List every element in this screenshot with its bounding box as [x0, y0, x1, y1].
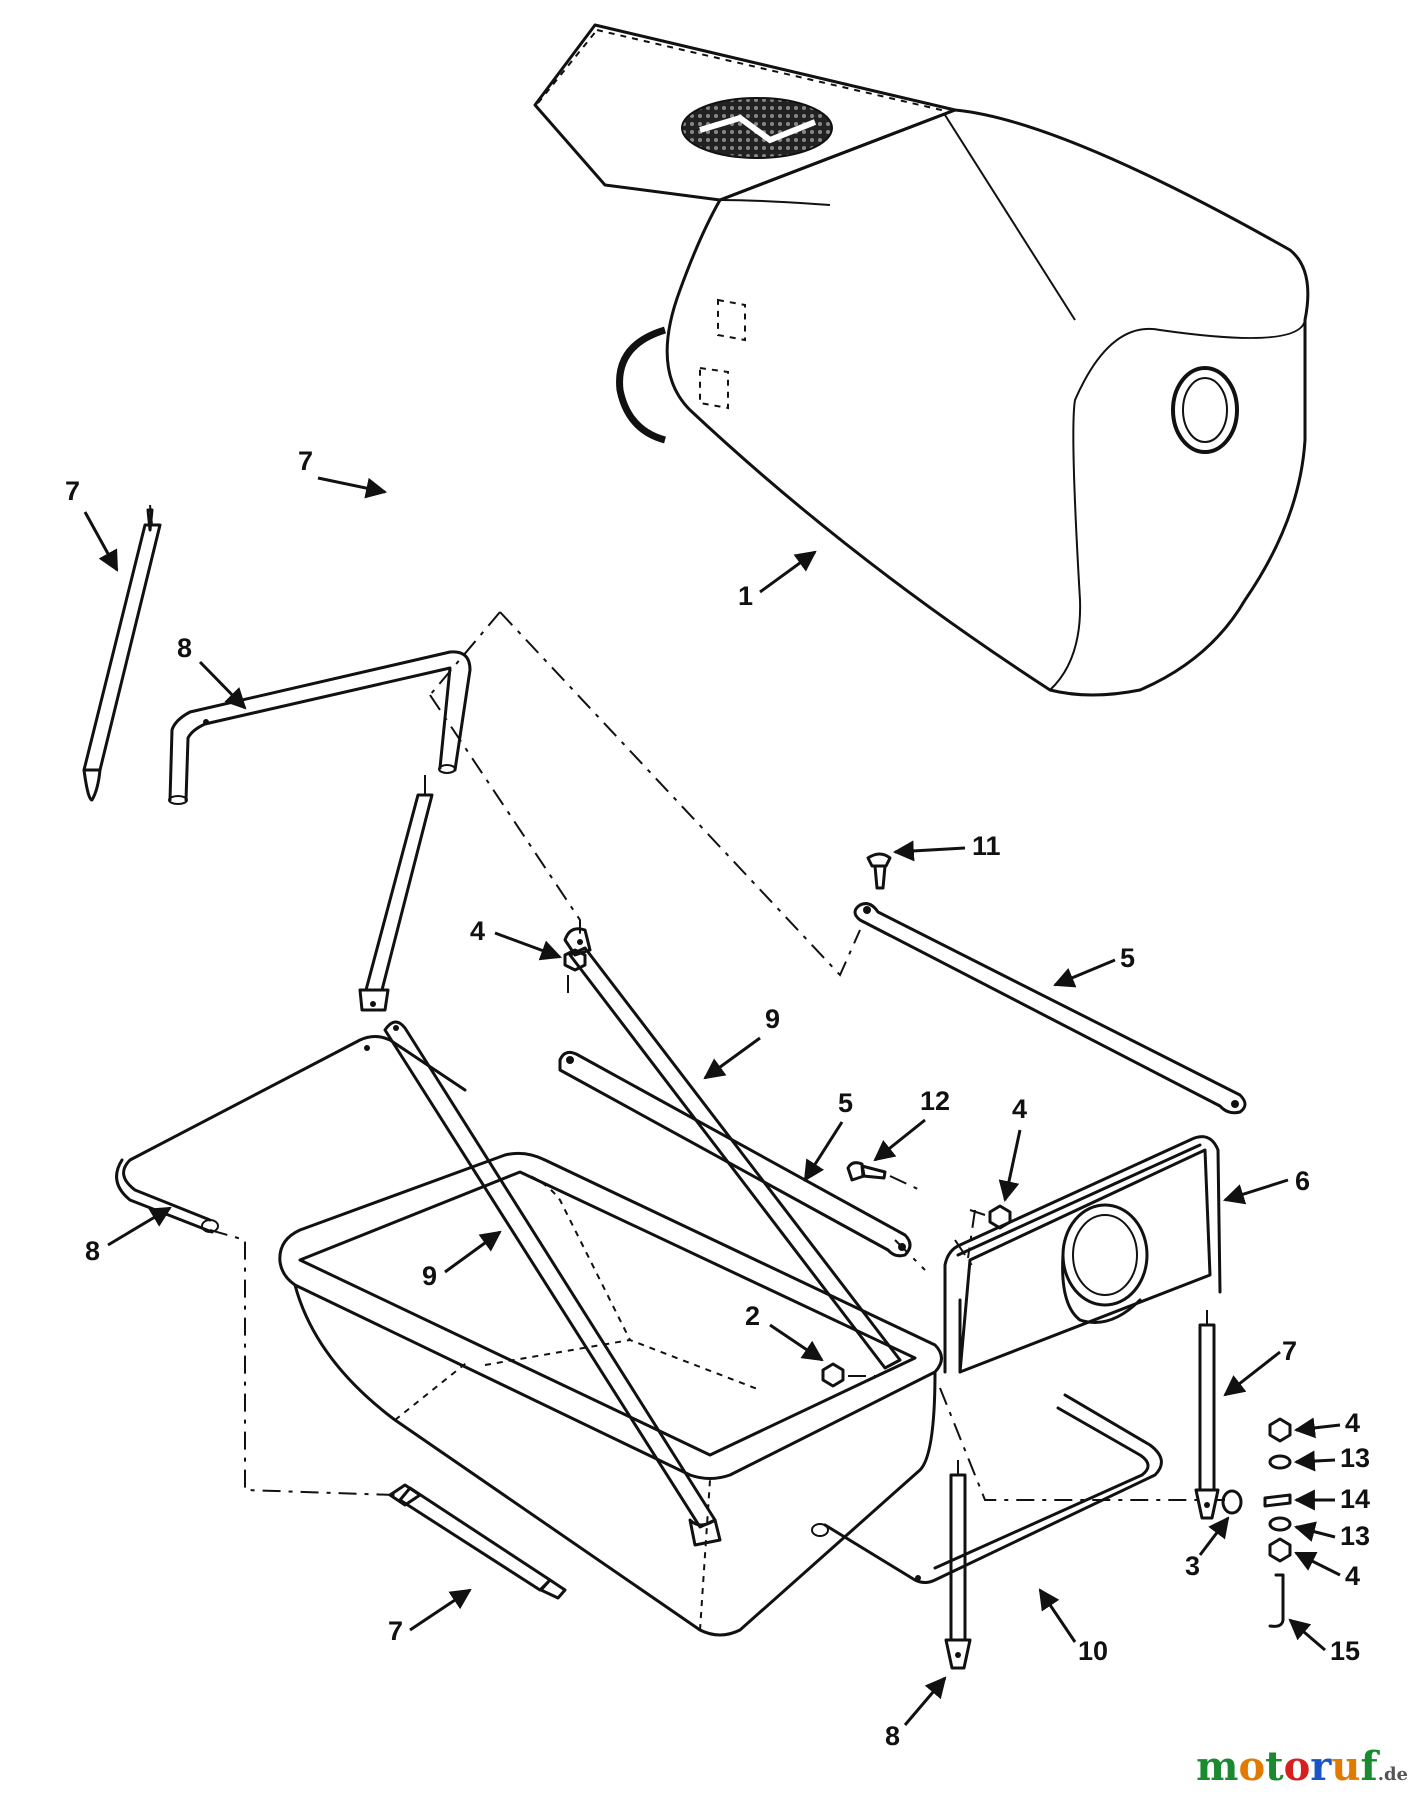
- hardware-stack-part: [1221, 1417, 1292, 1628]
- watermark-text: motoruf: [1196, 1743, 1378, 1790]
- motoruf-watermark: motoruf.de: [1196, 1743, 1408, 1790]
- brace-diagonal-lower-part: [383, 1020, 722, 1547]
- callout-7-center: 7: [298, 446, 313, 476]
- axle-rod-part: [388, 1483, 567, 1600]
- callout-13-upper: 13: [1340, 1443, 1370, 1473]
- callout-15: 15: [1330, 1636, 1360, 1666]
- callout-7-left: 7: [65, 476, 80, 506]
- callout-8-top: 8: [177, 633, 192, 663]
- callout-13-lower: 13: [1340, 1521, 1370, 1551]
- watermark-letter: m: [1196, 1743, 1239, 1790]
- callout-14: 14: [1340, 1484, 1370, 1514]
- grass-bag-part: [533, 23, 1310, 697]
- callout-1: 1: [738, 581, 753, 611]
- callout-5-center: 5: [838, 1088, 853, 1118]
- callout-9-upper: 9: [765, 1004, 780, 1034]
- watermark-letter: t: [1265, 1743, 1284, 1790]
- watermark-letter: f: [1360, 1743, 1378, 1790]
- nut-center-part: [563, 948, 587, 995]
- callout-7-bottom: 8: [885, 1721, 900, 1751]
- callout-9-lower: 9: [422, 1261, 437, 1291]
- callout-8-bottom: 10: [1078, 1636, 1108, 1666]
- callout-3: 3: [1185, 1551, 1200, 1581]
- frame-tube-bottom-part: [811, 1393, 1163, 1584]
- callout-8-left: 8: [85, 1236, 100, 1266]
- callout-4-stack-bottom: 4: [1345, 1561, 1360, 1591]
- callout-5-right: 5: [1120, 943, 1135, 973]
- support-rod-right-part: [1194, 1310, 1220, 1520]
- discharge-plate-part: [943, 1135, 1222, 1374]
- support-rod-left-part: [82, 504, 162, 802]
- bolt-11-part: [866, 852, 892, 890]
- watermark-letter: o: [1283, 1743, 1311, 1790]
- watermark-letter: r: [1310, 1743, 1332, 1790]
- support-rod-bottom-part: [944, 1460, 972, 1670]
- brace-right-part: [853, 902, 1247, 1115]
- brace-center-part: [558, 1050, 912, 1258]
- watermark-suffix: .de: [1377, 1764, 1408, 1785]
- watermark-letter: u: [1331, 1743, 1361, 1790]
- callout-2: 2: [745, 1301, 760, 1331]
- callout-7-right: 7: [1282, 1336, 1297, 1366]
- callout-12: 12: [920, 1086, 950, 1116]
- assembly-lines: [209, 611, 1225, 1501]
- watermark-letter: o: [1238, 1743, 1266, 1790]
- nut-2-part: [821, 1362, 885, 1388]
- bolt-12-part: [846, 1161, 921, 1191]
- callout-4-right: 4: [1012, 1094, 1027, 1124]
- frame-tube-top-part: [168, 650, 472, 805]
- callout-10: 7: [388, 1616, 403, 1646]
- brace-diagonal-upper-part: [563, 927, 902, 1370]
- support-rod-center-part: [358, 775, 434, 1012]
- frame-tube-left-part: [115, 1035, 467, 1234]
- callout-6: 6: [1295, 1166, 1310, 1196]
- callout-4-center: 4: [470, 916, 485, 946]
- callout-11: 11: [972, 831, 1001, 861]
- callout-4-stack-top: 4: [1345, 1408, 1360, 1438]
- catcher-tray-part: [278, 1151, 943, 1637]
